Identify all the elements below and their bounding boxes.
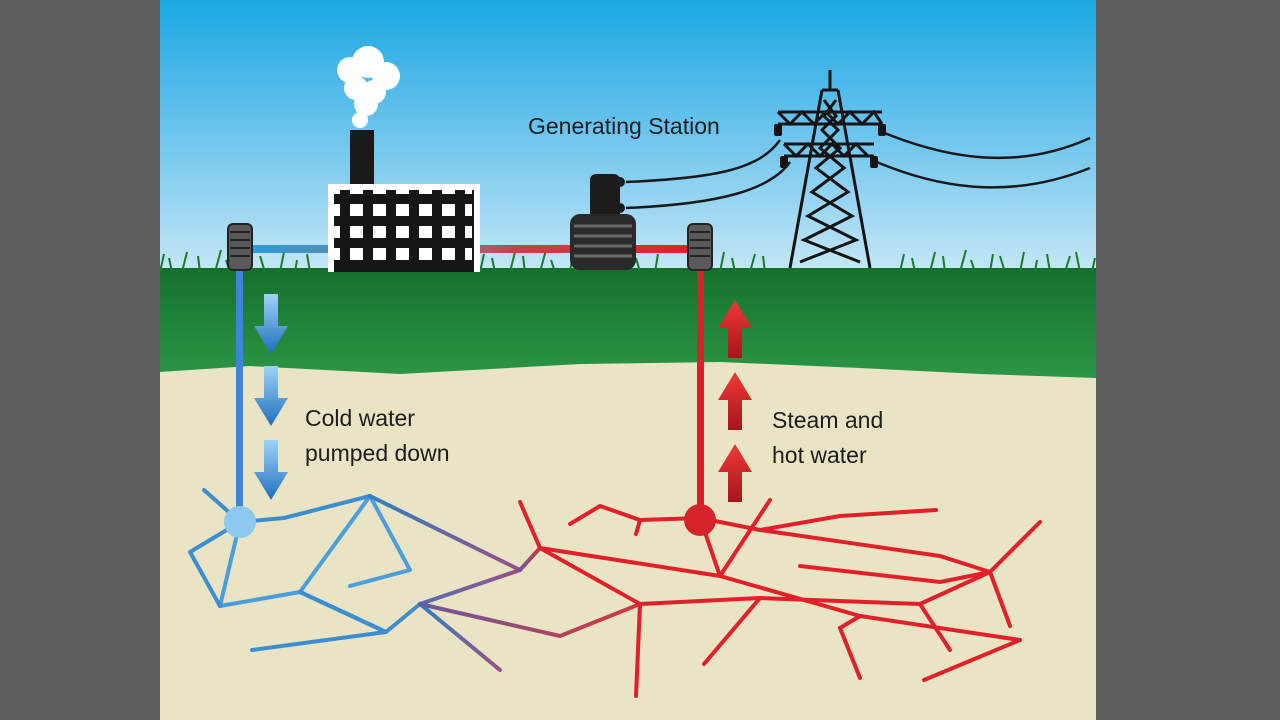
smoke-icon xyxy=(337,46,400,128)
arrow-down-icon xyxy=(254,294,288,354)
transmission-tower-icon xyxy=(776,70,884,269)
mixed-fracture-network xyxy=(368,494,642,672)
generating-station-label: Generating Station xyxy=(528,113,720,139)
hot-water-label-line1: Steam and xyxy=(772,407,883,433)
diagram-canvas: Generating Station Cold water pumped dow… xyxy=(160,0,1096,720)
arrow-up-icon xyxy=(718,444,752,502)
arrow-up-icon xyxy=(718,372,752,430)
geothermal-diagram: Generating Station Cold water pumped dow… xyxy=(160,0,1096,720)
hot-water-label-line2: hot water xyxy=(772,442,867,468)
arrow-down-icon xyxy=(254,440,288,500)
tower-insulators xyxy=(774,124,886,168)
cold-fracture-network xyxy=(188,488,422,652)
arrow-down-icon xyxy=(254,366,288,426)
cold-water-label-line1: Cold water xyxy=(305,405,415,431)
power-cables xyxy=(625,130,1091,210)
production-well-pipe xyxy=(697,270,704,520)
soil-layer xyxy=(160,362,1096,720)
cold-water-label-line2: pumped down xyxy=(305,440,450,466)
production-well-bottom xyxy=(684,504,716,536)
turbine-icon xyxy=(570,174,636,270)
injection-well-pipe xyxy=(236,270,243,522)
wellhead-icon xyxy=(227,223,253,271)
hot-fracture-network xyxy=(518,498,1042,698)
injection-well-bottom xyxy=(224,506,256,538)
wellhead-icon xyxy=(687,223,713,271)
arrow-up-icon xyxy=(718,300,752,358)
factory-icon xyxy=(328,130,480,272)
